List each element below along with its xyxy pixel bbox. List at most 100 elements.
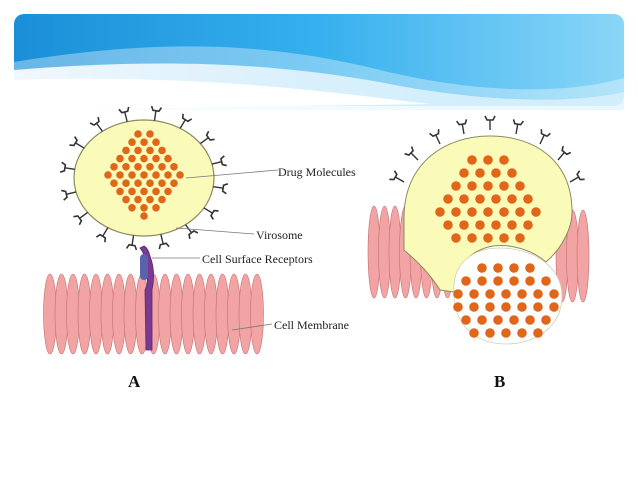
drug-molecule [501, 328, 511, 338]
drug-molecule [128, 171, 136, 179]
spike-icon [61, 189, 77, 201]
drug-molecule [451, 233, 461, 243]
spike-icon [179, 113, 193, 129]
drug-molecule [475, 168, 485, 178]
drug-molecule [467, 233, 477, 243]
drug-molecule [152, 171, 160, 179]
spike-icon [484, 115, 496, 130]
label-drug-molecules: Drug Molecules [278, 165, 356, 179]
drug-molecule [122, 146, 130, 155]
drug-molecule [170, 179, 178, 187]
drug-molecule [509, 263, 519, 273]
spike-icon [456, 119, 468, 135]
drug-molecule [531, 207, 541, 217]
drug-molecule [116, 187, 124, 196]
spike-icon [158, 234, 170, 250]
drug-molecule [515, 233, 525, 243]
drug-molecule [477, 315, 487, 325]
drug-molecule [499, 233, 509, 243]
drug-molecule [541, 315, 551, 325]
drug-molecule [164, 187, 172, 196]
glycoprotein-spikes-b [389, 115, 585, 183]
membrane-lipid [181, 273, 195, 355]
panel-a-label: A [128, 372, 141, 391]
drug-molecule [517, 289, 527, 299]
drug-molecule [140, 138, 148, 146]
drug-molecule [467, 181, 477, 191]
drug-molecule [122, 179, 130, 187]
leader-drug-molecules [185, 169, 279, 179]
membrane-lipid [169, 273, 184, 355]
drug-molecule [493, 315, 503, 325]
drug-molecule [158, 195, 166, 204]
spike-icon [203, 207, 219, 220]
spike-icon [59, 161, 75, 173]
spike-icon [539, 129, 551, 145]
drug-molecule [164, 171, 172, 179]
drug-molecule [146, 179, 154, 187]
drug-molecule [158, 179, 166, 187]
drug-molecule [451, 207, 461, 217]
spike-icon [557, 145, 572, 161]
spike-icon [150, 105, 163, 121]
drug-molecule [493, 263, 503, 273]
drug-molecule [461, 276, 471, 286]
drug-molecule [549, 289, 559, 299]
drug-molecule [451, 181, 461, 191]
drug-molecule [507, 220, 517, 230]
panel-b: B [367, 115, 590, 391]
spike-icon [118, 106, 130, 122]
drug-molecule [122, 195, 130, 204]
drug-molecule [483, 181, 493, 191]
membrane-lipid [77, 273, 92, 355]
drug-molecule [140, 204, 148, 212]
label-cell-surface-receptors: Cell Surface Receptors [202, 252, 313, 266]
drug-molecule [483, 207, 493, 217]
drug-molecule [525, 263, 535, 273]
drug-molecule [475, 194, 485, 204]
drug-molecule [152, 204, 160, 212]
drug-molecule [509, 276, 519, 286]
spike-icon [404, 146, 419, 161]
drug-molecule [493, 276, 503, 286]
spike-icon [512, 119, 524, 135]
drug-molecule [477, 276, 487, 286]
drug-molecule [525, 276, 535, 286]
spike-icon [199, 130, 215, 145]
drug-molecule [176, 171, 184, 179]
spike-icon [213, 183, 229, 195]
drug-molecule [170, 163, 178, 171]
drug-molecule [122, 163, 130, 171]
drug-molecule [499, 207, 509, 217]
drug-molecule [485, 328, 495, 338]
membrane-lipid [238, 273, 253, 355]
drug-molecule [459, 194, 469, 204]
membrane-lipid [215, 273, 230, 355]
membrane-lipid [204, 273, 218, 355]
drug-molecule [146, 146, 154, 155]
membrane-lipid [112, 273, 126, 355]
drug-molecule [164, 154, 172, 163]
membrane-lipid [66, 273, 80, 355]
membrane-lipid [227, 273, 241, 355]
spike-icon [211, 155, 227, 167]
drug-molecule [152, 187, 160, 196]
drug-molecule [475, 220, 485, 230]
drug-molecule [533, 302, 543, 312]
drug-molecule [483, 155, 493, 165]
label-cell-membrane: Cell Membrane [274, 318, 349, 332]
drug-molecule [517, 302, 527, 312]
drug-molecule [146, 195, 154, 204]
drug-molecule [459, 220, 469, 230]
drug-molecule [134, 146, 142, 155]
drug-molecule [158, 163, 166, 171]
drug-molecule [485, 302, 495, 312]
cell-membrane-a [43, 273, 264, 355]
drug-molecule [128, 138, 136, 146]
drug-molecule [467, 207, 477, 217]
membrane-lipid [158, 273, 172, 355]
drug-molecule [507, 194, 517, 204]
drug-molecule [541, 276, 551, 286]
membrane-lipid [123, 273, 138, 355]
